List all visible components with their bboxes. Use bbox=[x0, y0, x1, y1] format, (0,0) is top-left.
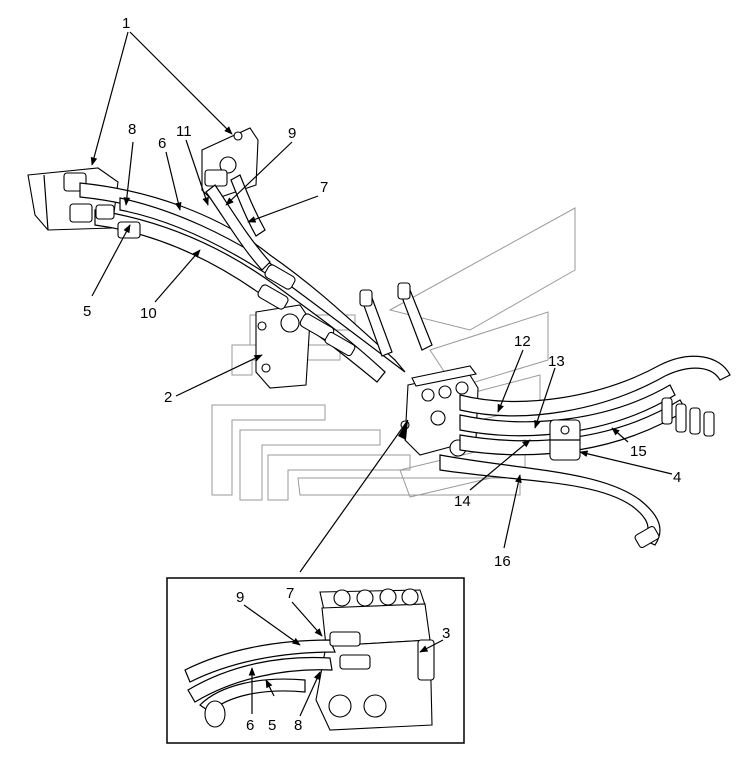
callout-1: 1 bbox=[122, 15, 130, 32]
detail-callout-8: 8 bbox=[294, 717, 302, 734]
callout-11: 11 bbox=[176, 123, 192, 140]
callout-4: 4 bbox=[673, 469, 681, 486]
detail-callout-9: 9 bbox=[236, 589, 244, 606]
detail-leader-line bbox=[299, 419, 409, 573]
hose-clamp-right bbox=[549, 419, 581, 461]
callout-labels: 1 2 4 5 6 7 8 9 10 11 12 13 14 15 16 bbox=[83, 15, 681, 570]
callout-15: 15 bbox=[630, 443, 647, 460]
callout-leaders bbox=[90, 31, 673, 717]
quick-couplers bbox=[257, 264, 356, 357]
detail-callout-labels: 9 7 3 6 5 8 bbox=[236, 585, 450, 734]
detail-callout-7: 7 bbox=[286, 585, 294, 602]
detail-callout-5: 5 bbox=[268, 717, 276, 734]
callout-14: 14 bbox=[454, 493, 471, 510]
hose-bundle-left bbox=[79, 174, 406, 383]
detail-hoses bbox=[184, 631, 371, 728]
upper-mounting-bracket bbox=[201, 127, 259, 201]
detail-valve-block bbox=[315, 588, 435, 731]
callout-10: 10 bbox=[140, 305, 157, 322]
callout-5: 5 bbox=[83, 303, 91, 320]
hose-clamp-bracket bbox=[255, 304, 311, 389]
hose-bundle-right bbox=[439, 355, 731, 549]
callout-6: 6 bbox=[158, 135, 166, 152]
vertical-hose-ends bbox=[359, 282, 433, 357]
detail-callout-6: 6 bbox=[246, 717, 254, 734]
callout-13: 13 bbox=[548, 353, 565, 370]
detail-callout-3: 3 bbox=[442, 625, 450, 642]
callout-8: 8 bbox=[128, 121, 136, 138]
callout-12: 12 bbox=[514, 333, 531, 350]
callout-2: 2 bbox=[164, 389, 172, 406]
detail-leader-arrow bbox=[398, 420, 408, 440]
callout-9: 9 bbox=[288, 125, 296, 142]
callout-7: 7 bbox=[320, 179, 328, 196]
callout-16: 16 bbox=[494, 553, 511, 570]
